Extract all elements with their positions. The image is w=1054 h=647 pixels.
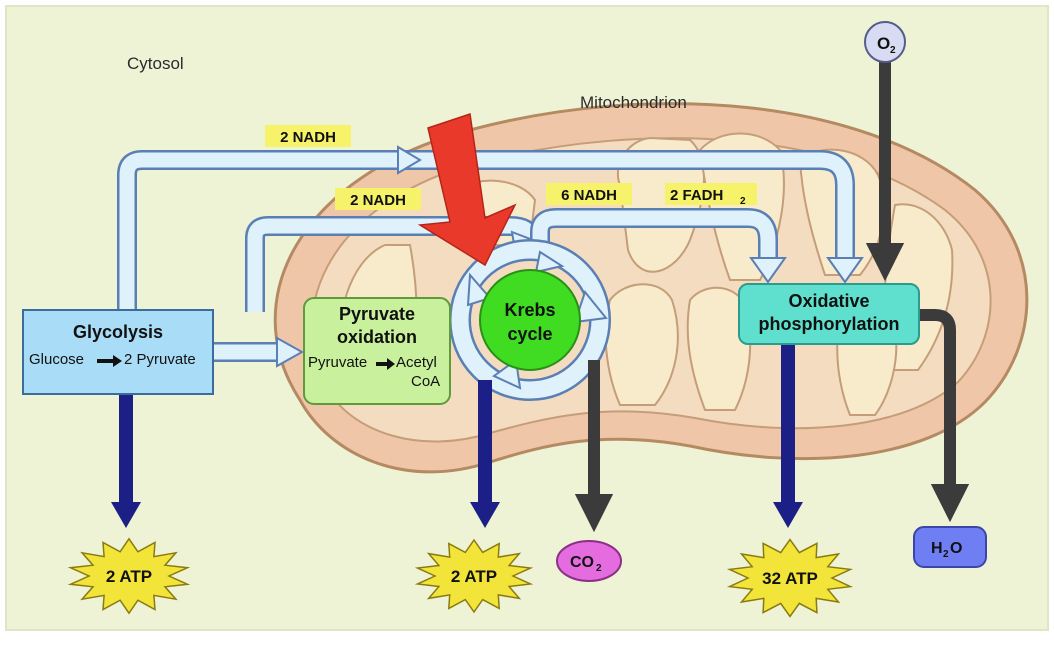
byproduct-arrows — [574, 62, 970, 533]
oxidative-phosphorylation-box: Oxidative phosphorylation — [738, 283, 920, 345]
glycolysis-reactant: Glucose — [29, 351, 84, 368]
pyruvate-reactant: Pyruvate — [308, 354, 367, 371]
svg-text:2 NADH: 2 NADH — [350, 192, 406, 209]
krebs-line2: cycle — [507, 324, 552, 344]
svg-text:2: 2 — [890, 45, 896, 56]
svg-text:2 FADH: 2 FADH — [670, 187, 723, 204]
nadh-badge-glycolysis: 2 NADH — [265, 125, 351, 147]
pyruvate-oxidation-box: Pyruvate oxidation Pyruvate Acetyl CoA — [303, 297, 451, 405]
atp-star-krebs: 2 ATP — [414, 538, 534, 614]
krebs-cycle-ring — [449, 239, 611, 401]
nadh-badge-pyruvate: 2 NADH — [335, 188, 421, 210]
mitochondrion-label: Mitochondrion — [580, 93, 687, 112]
water-molecule: H 2 O — [913, 526, 987, 568]
pyruvate-oxidation-title-line1: Pyruvate — [339, 304, 415, 324]
pyruvate-oxidation-title-line2: oxidation — [337, 327, 417, 347]
glycolysis-title: Glycolysis — [73, 322, 163, 342]
acetyl-label: Acetyl — [396, 354, 437, 371]
svg-text:2: 2 — [596, 563, 602, 574]
coa-label: CoA — [411, 373, 440, 390]
svg-text:O: O — [950, 540, 962, 557]
svg-text:6 NADH: 6 NADH — [561, 187, 617, 204]
krebs-line1: Krebs — [504, 300, 555, 320]
svg-text:2 NADH: 2 NADH — [280, 129, 336, 146]
flow-arrows — [117, 150, 855, 362]
atp-star-glycolysis: 2 ATP — [67, 537, 191, 615]
svg-text:2: 2 — [943, 549, 949, 560]
svg-text:CO: CO — [570, 554, 594, 571]
atp-star-oxphos: 32 ATP — [726, 538, 854, 618]
cytosol-label: Cytosol — [127, 54, 184, 73]
highlight-red-arrow — [417, 113, 517, 267]
glycolysis-reaction-arrow-icon — [97, 355, 122, 367]
nadh-badge-krebs: 6 NADH — [546, 183, 632, 205]
krebs-cycle-node: Krebs cycle — [479, 269, 581, 371]
svg-text:2 ATP: 2 ATP — [106, 567, 152, 586]
oxygen-molecule: O 2 — [864, 21, 906, 63]
oxphos-line1: Oxidative — [788, 291, 869, 311]
oxphos-line2: phosphorylation — [759, 314, 900, 334]
fadh2-badge: 2 FADH 2 — [665, 183, 757, 207]
glycolysis-box: Glycolysis Glucose 2 Pyruvate — [22, 309, 214, 395]
glycolysis-product: 2 Pyruvate — [124, 351, 196, 368]
svg-text:2 ATP: 2 ATP — [451, 567, 497, 586]
svg-text:H: H — [931, 540, 943, 557]
atp-arrows — [111, 345, 803, 528]
svg-text:2: 2 — [740, 196, 746, 207]
svg-text:32 ATP: 32 ATP — [762, 569, 818, 588]
svg-text:O: O — [877, 34, 890, 53]
pyruvate-reaction-arrow-icon — [376, 358, 395, 370]
co2-molecule: CO 2 — [556, 540, 622, 582]
